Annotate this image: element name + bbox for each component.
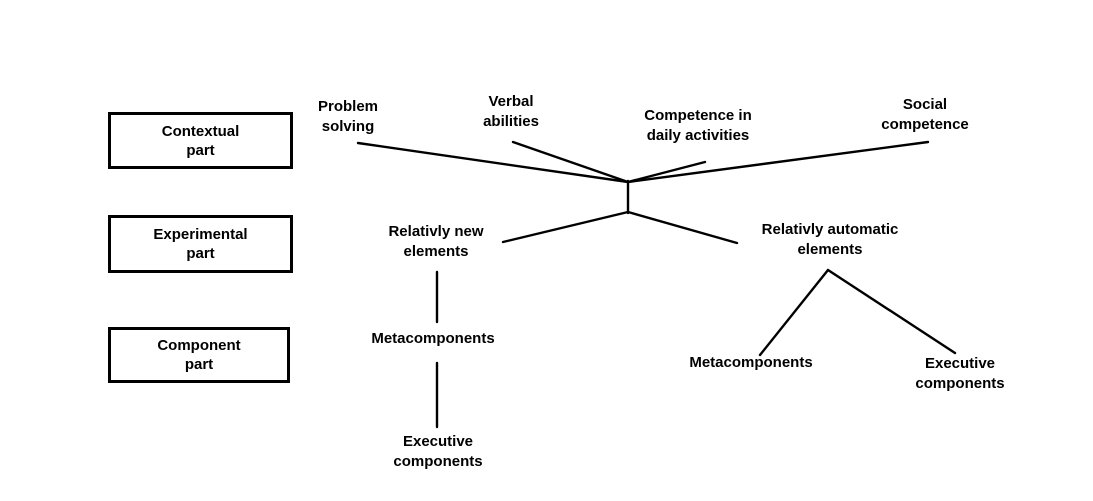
row-box-experimental-part: Experimental part <box>108 215 293 273</box>
edge-center-to-competence-daily <box>626 160 707 184</box>
node-relativly-new-elements: Relativly new elements <box>388 223 484 260</box>
node-verbal-abilities: Verbal abilities <box>483 93 539 130</box>
edge-automatic-to-metacomponents <box>758 268 830 357</box>
node-relativly-automatic-elements: Relativly automatic elements <box>761 221 899 258</box>
edge-junction-to-relativly-automatic <box>626 210 739 245</box>
edge-center-to-problem-solving <box>356 141 630 184</box>
row-box-label: Component part <box>157 337 241 373</box>
row-box-component-part: Component part <box>108 327 290 383</box>
edge-center-to-social-competence <box>626 140 930 184</box>
node-executive-components-right: Executive components <box>915 355 1005 392</box>
node-social-competence: Social competence <box>881 96 969 133</box>
edge-automatic-to-executive <box>826 268 957 355</box>
node-metacomponents-left: Metacomponents <box>371 330 495 347</box>
node-problem-solving: Problem solving <box>317 98 379 135</box>
row-box-label: Contextual part <box>161 122 240 159</box>
edge-junction-to-relativly-new <box>501 210 630 244</box>
row-box-contextual-part: Contextual part <box>108 112 293 169</box>
node-metacomponents-right: Metacomponents <box>689 354 813 371</box>
node-executive-components-left: Executive components <box>393 433 483 470</box>
node-competence-in-daily-activities: Competence in daily activities <box>644 107 752 144</box>
row-box-label: Experimental part <box>153 226 248 262</box>
edge-center-to-verbal-abilities <box>511 140 630 184</box>
